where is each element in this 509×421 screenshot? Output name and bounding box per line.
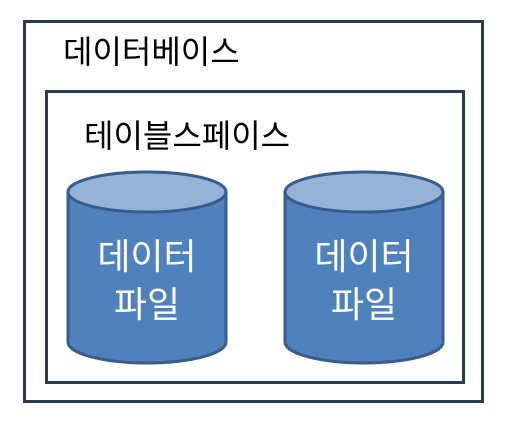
database-label: 데이터베이스 [63,33,240,71]
datafile-label-line2: 파일 [113,285,181,326]
database-container [23,20,484,403]
cylinder-shape-icon [283,170,445,365]
datafile-label-line1: 데이터 [97,237,197,278]
tablespace-label: 테이블스페이스 [84,117,291,155]
datafile-label-line1: 데이터 [314,237,414,278]
tablespace-container [45,90,465,384]
cylinder-shape-icon [66,170,228,365]
datafile-cylinder-2: 데이터 파일 [283,170,445,366]
datafile-label-line2: 파일 [330,285,398,326]
datafile-cylinder-1: 데이터 파일 [66,170,228,366]
